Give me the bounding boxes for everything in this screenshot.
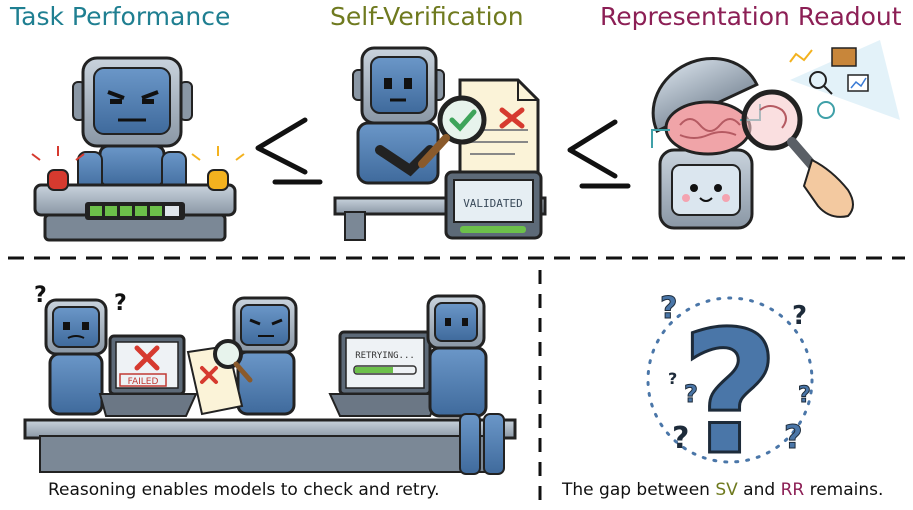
caption-gap-suffix: remains.: [804, 480, 884, 500]
question-mark-icon: ?: [34, 283, 47, 308]
question-mark-icon: ?: [668, 369, 677, 388]
validated-label: VALIDATED: [463, 197, 523, 210]
question-mark-icon: ?: [784, 418, 803, 456]
less-than-symbol-2: [567, 119, 631, 189]
reasoning-scene: ? ? FAILED RETRYING...: [23, 283, 517, 475]
question-mark-icon: ?: [798, 383, 811, 408]
retrying-robot: [426, 294, 505, 475]
check-icon: [449, 109, 477, 132]
caption-sv: SV: [715, 480, 738, 500]
failed-laptop: FAILED: [98, 334, 198, 417]
hand: [802, 158, 854, 218]
retrying-label: RETRYING...: [355, 351, 415, 361]
confused-robot: ? ?: [34, 283, 127, 416]
gap-question-scene: ? ? ? ? ? ? ? ?: [646, 291, 814, 495]
validated-monitor: VALIDATED: [444, 170, 543, 240]
question-mark-icon: ?: [681, 295, 780, 493]
caption-gap-middle: and: [737, 480, 781, 500]
self-verification-robot: [333, 46, 547, 241]
less-than-symbol-1: [255, 117, 323, 185]
question-mark-icon: ?: [672, 421, 689, 456]
caption-gap: The gap between SV and RR remains.: [562, 480, 883, 500]
question-mark-icon: ?: [792, 301, 807, 331]
title-self-verification: Self-Verification: [330, 2, 524, 31]
caption-reasoning: Reasoning enables models to check and re…: [48, 480, 440, 500]
failed-label: FAILED: [128, 377, 159, 387]
question-mark-icon: ?: [660, 291, 677, 326]
inspecting-robot: [186, 296, 298, 416]
caption-gap-prefix: The gap between: [562, 480, 716, 500]
cross-icon: [200, 366, 218, 384]
data-readout-icons: [789, 40, 900, 120]
title-representation-readout: Representation Readout: [600, 2, 902, 31]
caption-rr: RR: [780, 480, 805, 500]
task-performance-robot: [31, 56, 245, 242]
readout-magnifier: [741, 89, 854, 218]
readout-robot-head: [651, 57, 759, 230]
title-task-performance: Task Performance: [10, 2, 231, 31]
retrying-laptop: RETRYING...: [328, 330, 442, 417]
magnifier-icon: [418, 95, 487, 168]
cross-icon: [134, 345, 160, 371]
question-mark-icon: ?: [114, 291, 127, 316]
cross-icon: [499, 107, 525, 129]
magnifier-icon: [213, 339, 243, 369]
question-mark-icon: ?: [684, 380, 698, 408]
